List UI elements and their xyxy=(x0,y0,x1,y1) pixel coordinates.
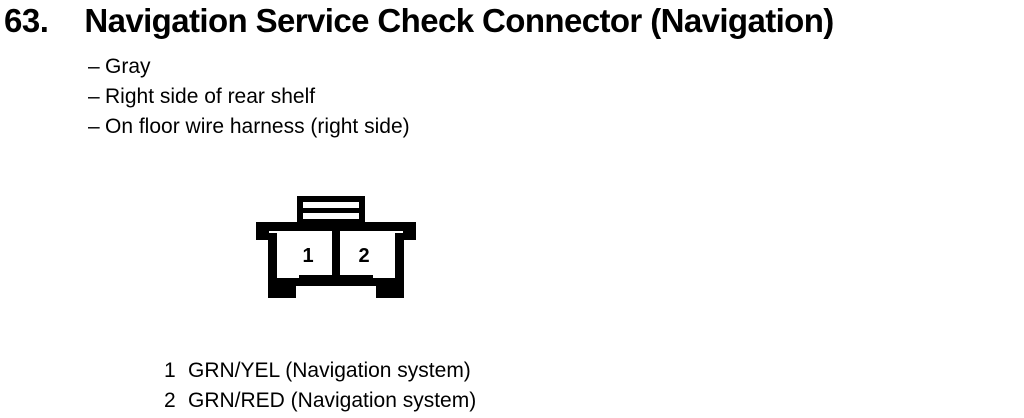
connector-outline-icon: 1 2 xyxy=(256,196,416,298)
pin-1-number: 1 xyxy=(302,245,313,267)
heading-title: Navigation Service Check Connector (Navi… xyxy=(84,2,834,39)
connector-diagram: 1 2 xyxy=(252,192,420,304)
pin-legend: 1 GRN/YEL (Navigation system) 2 GRN/RED … xyxy=(164,356,476,416)
legend-pin-number: 1 xyxy=(164,359,176,382)
connector-spec-list: – Gray – Right side of rear shelf – On f… xyxy=(88,52,410,142)
list-item: – Gray xyxy=(88,52,410,82)
list-item: 2 GRN/RED (Navigation system) xyxy=(164,386,476,416)
dash-bullet-icon: – xyxy=(88,85,100,108)
list-item-label: Right side of rear shelf xyxy=(105,85,316,108)
dash-bullet-icon: – xyxy=(88,115,100,138)
list-item: – On floor wire harness (right side) xyxy=(88,112,410,142)
page-title: 63. Navigation Service Check Connector (… xyxy=(4,1,834,41)
dash-bullet-icon: – xyxy=(88,55,100,78)
list-item: – Right side of rear shelf xyxy=(88,82,410,112)
legend-pin-description: GRN/YEL (Navigation system) xyxy=(188,359,471,382)
pin-2-number: 2 xyxy=(358,245,369,267)
heading-number: 63. xyxy=(4,2,49,39)
legend-pin-description: GRN/RED (Navigation system) xyxy=(188,389,477,412)
list-item: 1 GRN/YEL (Navigation system) xyxy=(164,356,476,386)
list-item-label: On floor wire harness (right side) xyxy=(105,115,410,138)
connector-body xyxy=(256,222,416,298)
locking-tab xyxy=(297,196,365,224)
list-item-label: Gray xyxy=(105,55,151,78)
legend-pin-number: 2 xyxy=(164,389,176,412)
